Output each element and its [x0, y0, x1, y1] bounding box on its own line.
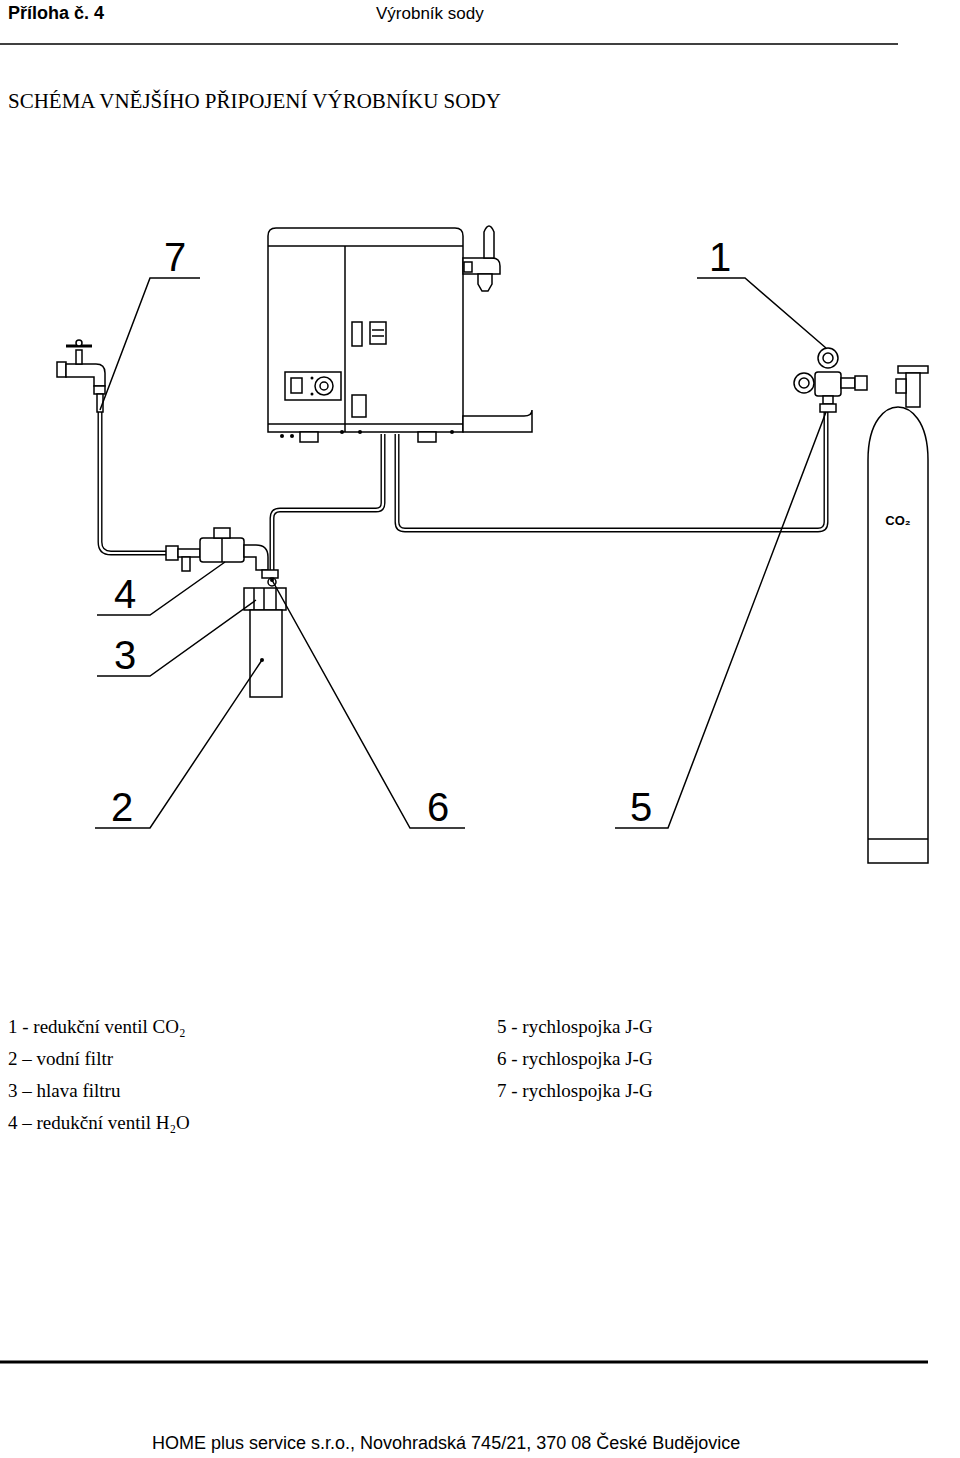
part-list-item: 5 - rychlospojka J-G	[497, 1016, 653, 1039]
leader-lines	[95, 278, 826, 828]
callout-number: 2	[111, 783, 133, 831]
cylinder-label: CO₂	[866, 513, 930, 529]
part-list-item: 3 – hlava filtru	[8, 1080, 120, 1103]
callout-number: 4	[114, 570, 136, 618]
part-list-item: 7 - rychlospojka J-G	[497, 1080, 653, 1103]
water-reducing-valve	[166, 528, 278, 578]
callout-number: 3	[114, 631, 136, 679]
soda-maker	[268, 226, 532, 442]
callout-number: 7	[164, 233, 186, 281]
water-filter	[244, 578, 286, 697]
gas-cylinder: CO₂	[866, 365, 930, 865]
co2-regulator	[794, 348, 867, 412]
page-title: SCHÉMA VNĚJŠÍHO PŘIPOJENÍ VÝROBNÍKU SODY	[8, 89, 501, 114]
part-list-item: 4 – redukční ventil H₂O	[8, 1112, 190, 1135]
filtered-water-pipe	[272, 434, 383, 578]
cylinder-outline	[866, 365, 930, 865]
callout-number: 5	[630, 783, 652, 831]
part-list-item: 6 - rychlospojka J-G	[497, 1048, 653, 1071]
appendix-heading: Příloha č. 4	[8, 3, 104, 25]
water-faucet	[57, 340, 105, 412]
header-rule	[0, 43, 898, 45]
footer-rule	[0, 1361, 928, 1364]
callout-number: 1	[709, 233, 731, 281]
callout-number: 6	[427, 783, 449, 831]
part-list-item: 2 – vodní filtr	[8, 1048, 113, 1071]
footer-address: HOME plus service s.r.o., Novohradská 74…	[152, 1433, 740, 1455]
water-pipe	[100, 412, 166, 553]
part-list-item: 1 - redukční ventil CO₂	[8, 1016, 186, 1039]
document-heading: Výrobník sody	[376, 4, 484, 24]
